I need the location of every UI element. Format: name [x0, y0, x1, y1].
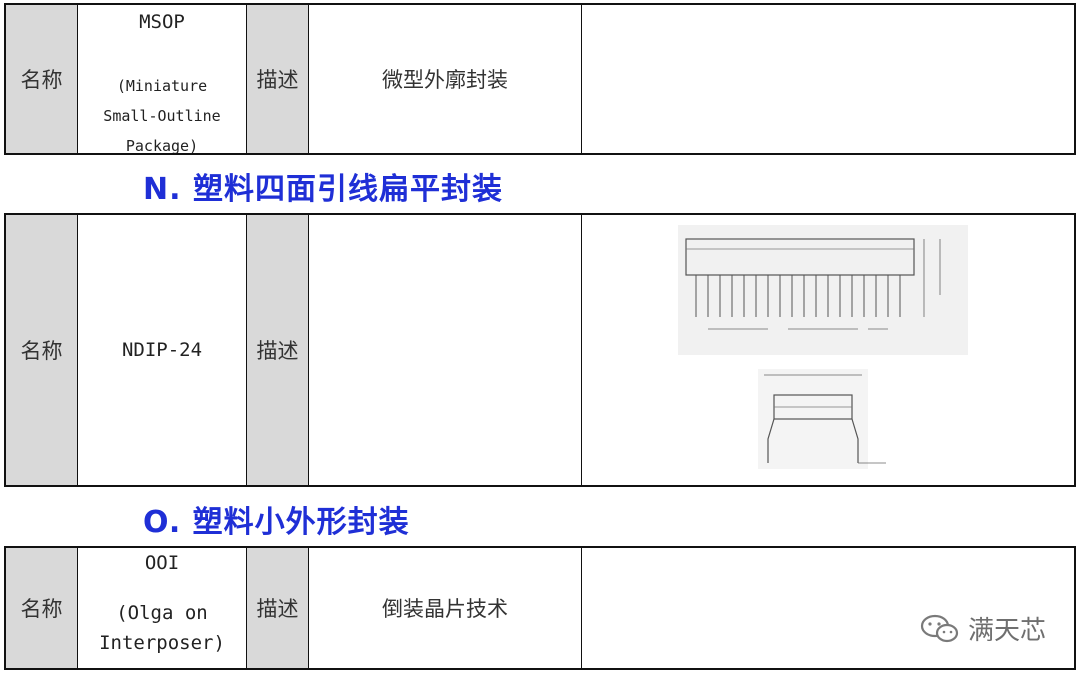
name-label-cell: 名称 — [6, 5, 78, 153]
package-body-side — [685, 238, 915, 276]
section-title-o: O. 塑料小外形封装 — [143, 505, 410, 540]
image-cell — [582, 548, 1074, 668]
desc-label: 描述 — [256, 597, 299, 621]
desc-label: 描述 — [256, 339, 299, 363]
desc-label-cell: 描述 — [247, 5, 309, 153]
desc-value-cell — [309, 215, 582, 485]
wechat-icon — [920, 614, 959, 642]
package-fullname-line3: Package) — [125, 137, 199, 153]
desc-value: 微型外廓封装 — [382, 68, 508, 92]
name-label-cell: 名称 — [6, 548, 78, 668]
name-label-cell: 名称 — [6, 215, 78, 485]
watermark-text: 满天芯 — [967, 616, 1046, 646]
desc-value: 倒装晶片技术 — [382, 597, 508, 621]
package-fullname-line1: (Olga on — [116, 602, 208, 624]
package-code: OOI — [144, 552, 180, 574]
desc-label-cell: 描述 — [247, 215, 309, 485]
desc-label: 描述 — [256, 68, 299, 92]
name-value-cell: NDIP-24 — [78, 215, 247, 485]
ndip-package-drawing — [678, 225, 968, 469]
package-fullname-line2: Interposer) — [99, 632, 225, 654]
desc-label-cell: 描述 — [247, 548, 309, 668]
name-label: 名称 — [20, 597, 63, 621]
package-table-ooi: 名称 OOI (Olga on Interposer) 描述 倒装晶片技术 — [4, 546, 1076, 670]
end-view-leads — [767, 418, 859, 463]
package-table-ndip: 名称 NDIP-24 描述 — [4, 213, 1076, 487]
package-fullname-line2: Small-Outline — [103, 107, 221, 125]
package-code: NDIP-24 — [121, 339, 203, 361]
desc-value-cell: 微型外廓封装 — [309, 5, 582, 153]
name-value-cell: OOI (Olga on Interposer) — [78, 548, 247, 668]
name-label: 名称 — [20, 68, 63, 92]
package-code: MSOP — [139, 11, 185, 33]
desc-value-cell: 倒装晶片技术 — [309, 548, 582, 668]
package-pins — [695, 275, 901, 317]
name-label: 名称 — [20, 339, 63, 363]
dimension-lines — [708, 239, 941, 330]
package-fullname-line1: (Miniature — [116, 77, 208, 95]
image-cell — [582, 5, 1074, 153]
package-table-msop: 名称 MSOP (Miniature Small-Outline Package… — [4, 3, 1076, 155]
name-value-cell: MSOP (Miniature Small-Outline Package) — [78, 5, 247, 153]
section-title-n: N. 塑料四面引线扁平封装 — [143, 172, 503, 207]
image-cell — [582, 215, 1074, 485]
drawing-background — [678, 225, 968, 355]
watermark: 满天芯 — [920, 610, 1046, 647]
